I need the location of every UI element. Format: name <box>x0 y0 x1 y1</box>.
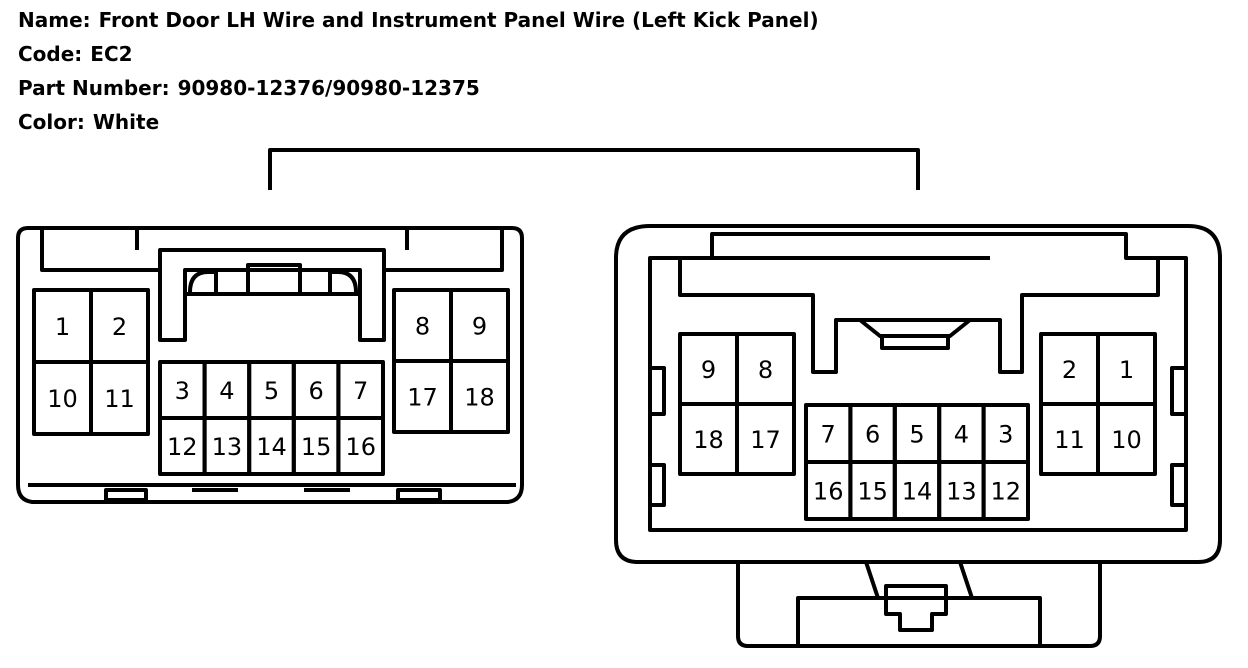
right-connector-pin-1: 1 <box>1119 356 1134 384</box>
left-connector-pin-10: 10 <box>47 385 78 413</box>
right-connector-pin-8: 8 <box>758 356 773 384</box>
left-connector-pin-2: 2 <box>112 313 127 341</box>
left-connector-pin-6: 6 <box>308 377 323 405</box>
left-connector-pin-13: 13 <box>212 433 243 461</box>
left-connector-pin-15: 15 <box>301 433 332 461</box>
name-label: Name: <box>18 8 91 32</box>
left-connector-cavity-11 <box>89 360 150 436</box>
left-connector-pin-18: 18 <box>464 384 495 412</box>
connector-code: Code: EC2 <box>18 42 133 66</box>
right-connector-pin-15: 15 <box>857 478 888 506</box>
code-value: EC2 <box>90 42 133 66</box>
left-connector-pin-17: 17 <box>407 384 438 412</box>
left-connector-pin-12: 12 <box>167 433 198 461</box>
right-connector-pin-18: 18 <box>693 426 724 454</box>
connector-part-number: Part Number: 90980-12376/90980-12375 <box>18 76 480 100</box>
right-connector-pin-14: 14 <box>902 478 933 506</box>
right-connector-pin-12: 12 <box>991 478 1022 506</box>
part-number-label: Part Number: <box>18 76 170 100</box>
right-connector-pin-4: 4 <box>954 421 969 449</box>
code-label: Code: <box>18 42 83 66</box>
color-label: Color: <box>18 110 85 134</box>
part-number-value: 90980-12376/90980-12375 <box>177 76 480 100</box>
right-connector-pin-5: 5 <box>909 421 924 449</box>
right-connector-pin-2: 2 <box>1062 356 1077 384</box>
right-connector-pin-16: 16 <box>813 478 844 506</box>
left-connector-pin-5: 5 <box>264 377 279 405</box>
right-connector-pin-13: 13 <box>946 478 977 506</box>
left-connector-pin-4: 4 <box>219 377 234 405</box>
left-connector-pin-9: 9 <box>472 313 487 341</box>
connector-pair-bracket <box>268 148 920 190</box>
right-connector-pin-3: 3 <box>998 421 1013 449</box>
right-connector-pin-11: 11 <box>1054 426 1085 454</box>
left-connector-pin-7: 7 <box>353 377 368 405</box>
right-connector-cavity-10 <box>1096 402 1157 476</box>
right-connector-pin-6: 6 <box>865 421 880 449</box>
left-connector-cavity-16 <box>336 416 385 476</box>
left-connector-housing <box>16 226 524 504</box>
right-connector-cavity-17 <box>735 402 796 476</box>
right-connector-pin-17: 17 <box>750 426 781 454</box>
right-connector-pin-10: 10 <box>1111 426 1142 454</box>
left-connector-pin-3: 3 <box>175 377 190 405</box>
left-connector-pin-14: 14 <box>256 433 287 461</box>
left-connector-pin-16: 16 <box>345 433 376 461</box>
connector-color: Color: White <box>18 110 159 134</box>
right-connector-cavity-12 <box>981 460 1030 521</box>
right-connector-pin-7: 7 <box>821 421 836 449</box>
left-connector-pin-11: 11 <box>104 385 135 413</box>
color-value: White <box>92 110 160 134</box>
left-connector-cavity-18 <box>449 359 510 434</box>
left-connector-pin-8: 8 <box>415 313 430 341</box>
right-connector-pin-9: 9 <box>701 356 716 384</box>
left-connector-pin-1: 1 <box>55 313 70 341</box>
name-value: Front Door LH Wire and Instrument Panel … <box>98 8 819 32</box>
right-connector-housing <box>614 224 1222 648</box>
connector-name: Name: Front Door LH Wire and Instrument P… <box>18 8 819 32</box>
